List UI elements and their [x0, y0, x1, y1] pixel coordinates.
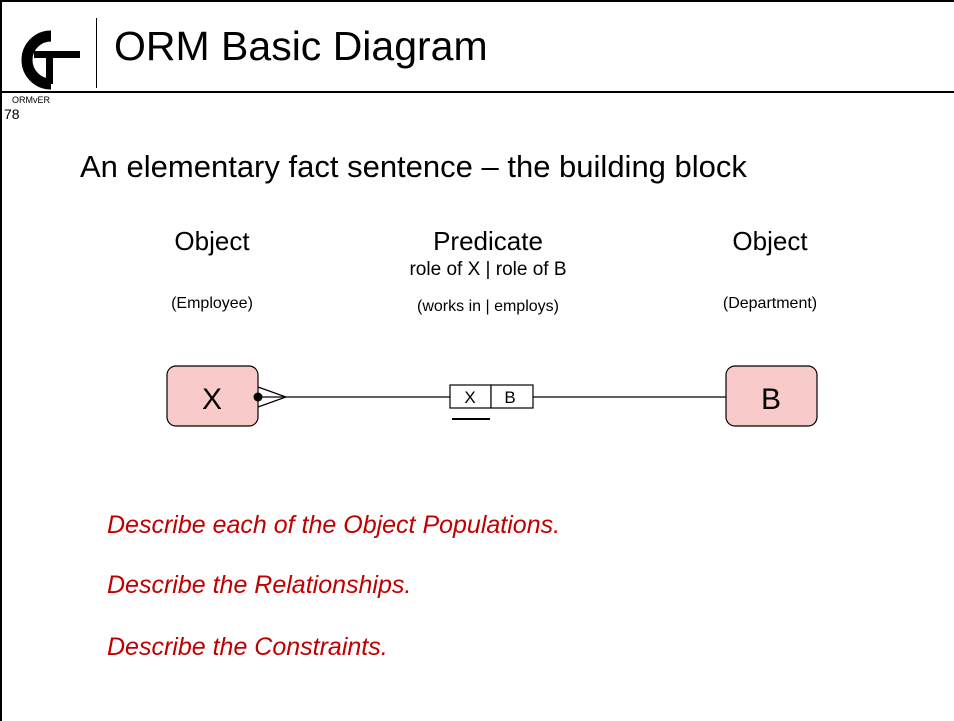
- frame-top-border: [0, 0, 954, 2]
- predicate-example: (works in | employs): [417, 298, 559, 315]
- predicate-roles: role of X | role of B: [409, 259, 567, 280]
- right-object-heading: Object: [732, 226, 808, 256]
- orm-fact-diagram: X X B B: [166, 365, 818, 427]
- object-b-label: B: [761, 383, 781, 416]
- header-divider: [96, 18, 97, 88]
- frame-left-border: [0, 0, 2, 721]
- object-b-box: [725, 365, 818, 427]
- ce-logo-icon: [21, 30, 80, 90]
- role-b-label: B: [504, 388, 515, 407]
- slide-number: 78: [4, 106, 20, 122]
- crow-foot-icon: [257, 386, 288, 408]
- predicate-heading: Predicate: [433, 226, 543, 256]
- brand-label: ORMvER: [12, 95, 50, 105]
- right-object-example: (Department): [722, 295, 818, 312]
- page-title: ORM Basic Diagram: [114, 23, 488, 69]
- instruction-populations: Describe each of the Object Populations.: [107, 511, 561, 539]
- role-box-b: [490, 384, 534, 409]
- instruction-relationships: Describe the Relationships.: [107, 571, 412, 599]
- mandatory-dot-icon: [253, 392, 263, 402]
- object-x-label: X: [202, 383, 222, 416]
- left-object-heading: Object: [174, 226, 250, 256]
- role-x-label: X: [464, 388, 475, 407]
- slide-subtitle: An elementary fact sentence – the buildi…: [80, 149, 747, 184]
- left-object-example: (Employee): [171, 295, 253, 312]
- header-rule: [0, 91, 954, 93]
- instruction-constraints: Describe the Constraints.: [107, 633, 388, 661]
